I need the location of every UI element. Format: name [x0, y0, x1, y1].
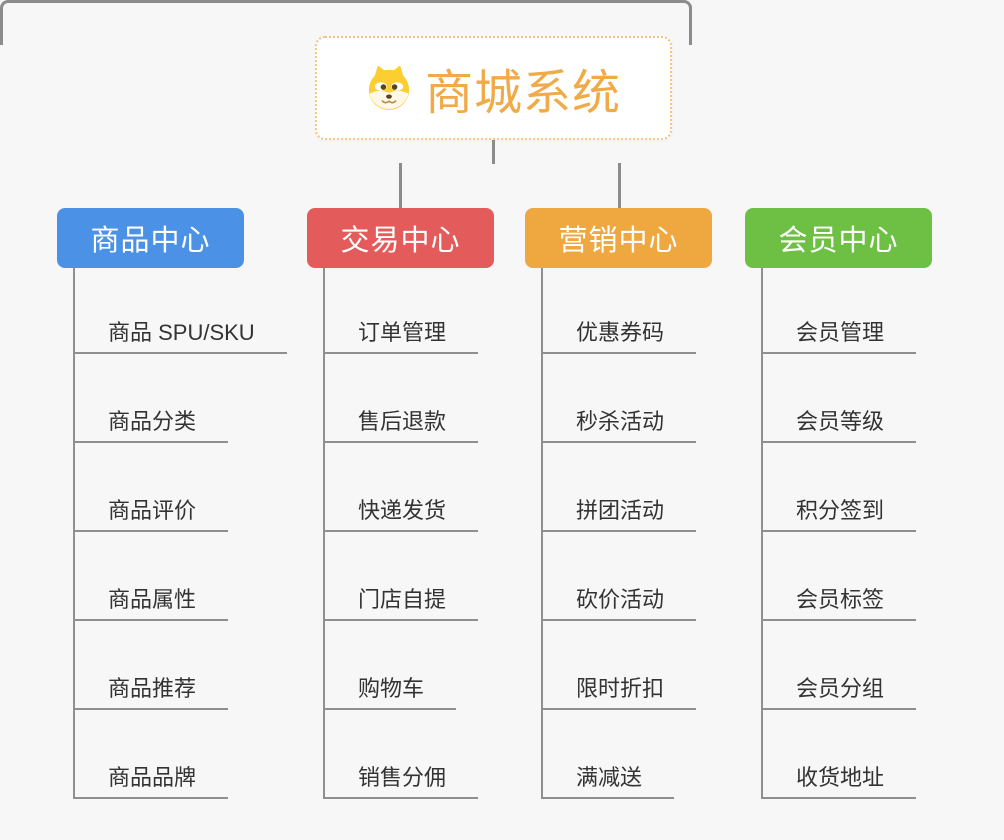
branch-bus-line	[0, 0, 692, 45]
branch-header-1[interactable]: 商品中心	[57, 208, 244, 268]
mindmap-item[interactable]: 订单管理	[323, 268, 479, 354]
mindmap-item[interactable]: 积分签到	[761, 443, 917, 532]
mindmap-item[interactable]: 商品品牌	[73, 710, 229, 799]
mindmap-item[interactable]: 会员分组	[761, 621, 917, 710]
mindmap-item-label: 拼团活动	[576, 497, 665, 523]
mindmap-item[interactable]: 拼团活动	[541, 443, 697, 532]
shiba-dog-icon	[368, 65, 410, 111]
mindmap-item[interactable]: 收货地址	[761, 710, 917, 799]
branch-drop-line	[399, 163, 402, 208]
mindmap-item-label: 会员分组	[796, 675, 885, 701]
mindmap-item[interactable]: 会员标签	[761, 532, 917, 621]
root-connector-line	[492, 140, 495, 164]
mindmap-item-label: 购物车	[358, 675, 425, 701]
branch-item-list: 商品 SPU/SKU 商品分类商品评价商品属性商品推荐商品品牌	[73, 268, 287, 799]
mindmap-item[interactable]: 商品推荐	[73, 621, 229, 710]
mindmap-item-label: 积分签到	[796, 497, 885, 523]
mindmap-item-label: 砍价活动	[576, 586, 665, 612]
mindmap-item-label: 商品属性	[108, 586, 197, 612]
branch-item-list: 订单管理售后退款快递发货门店自提购物车销售分佣	[323, 268, 494, 799]
branch-drop-line	[618, 163, 621, 208]
mindmap-item-label: 商品推荐	[108, 675, 197, 701]
branch-column: 商品中心 商品 SPU/SKU 商品分类商品评价商品属性商品推荐商品品牌	[57, 208, 287, 799]
mindmap-item-label: 商品评价	[108, 497, 197, 523]
branch-header-3[interactable]: 营销中心	[525, 208, 712, 268]
branch-header-4[interactable]: 会员中心	[745, 208, 932, 268]
mindmap-item[interactable]: 快递发货	[323, 443, 479, 532]
mindmap-item[interactable]: 商品分类	[73, 354, 229, 443]
mindmap-item-label: 商品品牌	[108, 764, 197, 790]
branch-column: 营销中心 优惠券码秒杀活动拼团活动砍价活动限时折扣满减送	[525, 208, 712, 799]
branch-column: 交易中心 订单管理售后退款快递发货门店自提购物车销售分佣	[307, 208, 494, 799]
mindmap-item-label: 会员标签	[796, 586, 885, 612]
mindmap-item-label: 售后退款	[358, 408, 447, 434]
mindmap-item[interactable]: 满减送	[541, 710, 675, 799]
mindmap-item-label: 订单管理	[358, 319, 447, 345]
mindmap-item-label: 会员管理	[796, 319, 885, 345]
mindmap-item[interactable]: 商品 SPU/SKU	[73, 268, 287, 354]
mindmap-item-label: 商品 SPU/SKU	[108, 319, 255, 345]
mindmap-item-label: 销售分佣	[358, 764, 447, 790]
mindmap-item[interactable]: 限时折扣	[541, 621, 697, 710]
branch-item-list: 会员管理会员等级积分签到会员标签会员分组收货地址	[761, 268, 932, 799]
mindmap-item[interactable]: 秒杀活动	[541, 354, 697, 443]
branch-header-2[interactable]: 交易中心	[307, 208, 494, 268]
mindmap-item-label: 满减送	[576, 764, 643, 790]
mindmap-item[interactable]: 商品属性	[73, 532, 229, 621]
mindmap-item-label: 商品分类	[108, 408, 197, 434]
mindmap-item-label: 限时折扣	[576, 675, 665, 701]
mindmap-item-label: 优惠券码	[576, 319, 665, 345]
mindmap-item[interactable]: 会员等级	[761, 354, 917, 443]
root-node[interactable]: 商城系统	[315, 36, 672, 140]
mindmap-item-label: 门店自提	[358, 586, 447, 612]
mindmap-item[interactable]: 购物车	[323, 621, 457, 710]
mindmap-item[interactable]: 砍价活动	[541, 532, 697, 621]
mindmap-item-label: 秒杀活动	[576, 408, 665, 434]
branch-column: 会员中心 会员管理会员等级积分签到会员标签会员分组收货地址	[745, 208, 932, 799]
mindmap-item-label: 收货地址	[796, 764, 885, 790]
mindmap-item-label: 快递发货	[358, 497, 447, 523]
mindmap-item[interactable]: 门店自提	[323, 532, 479, 621]
mindmap-item[interactable]: 商品评价	[73, 443, 229, 532]
mindmap-item-label: 会员等级	[796, 408, 885, 434]
mindmap-item[interactable]: 销售分佣	[323, 710, 479, 799]
mindmap-item[interactable]: 会员管理	[761, 268, 917, 354]
mindmap-item[interactable]: 优惠券码	[541, 268, 697, 354]
mindmap-item[interactable]: 售后退款	[323, 354, 479, 443]
branch-item-list: 优惠券码秒杀活动拼团活动砍价活动限时折扣满减送	[541, 268, 712, 799]
root-title: 商城系统	[424, 67, 621, 120]
